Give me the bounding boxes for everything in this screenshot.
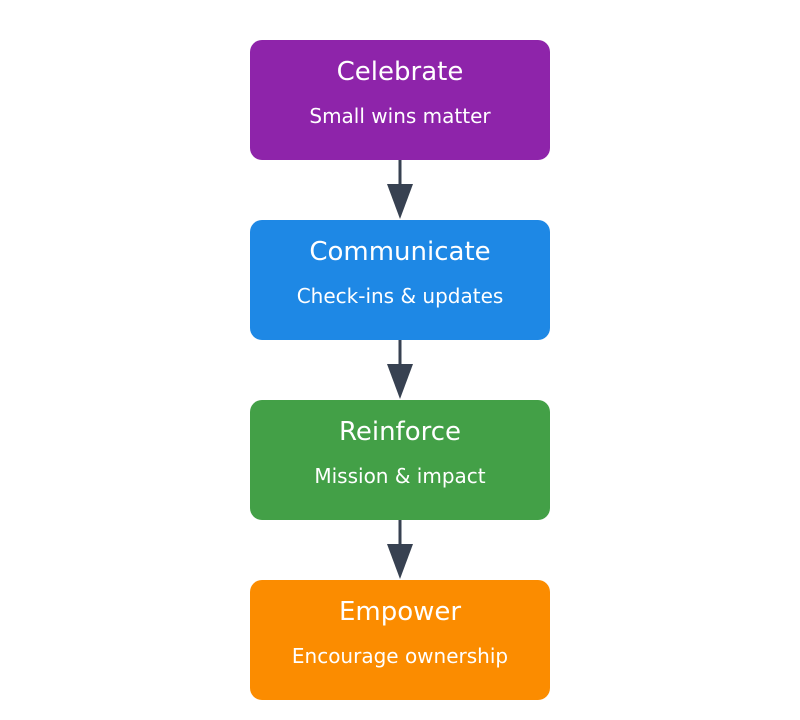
step-title: Reinforce [338,417,462,447]
step-title: Communicate [309,237,491,267]
connector-1 [387,160,413,219]
connector-3 [387,520,413,579]
step-title: Empower [338,597,462,627]
step-subtitle: Encourage ownership [291,644,509,668]
step-celebrate: Celebrate Small wins matter [250,40,550,160]
step-subtitle: Check-ins & updates [296,284,504,308]
step-reinforce: Reinforce Mission & impact [250,400,550,520]
step-subtitle: Small wins matter [309,104,491,128]
step-subtitle: Mission & impact [314,464,486,488]
connector-2 [387,340,413,399]
step-empower: Empower Encourage ownership [250,580,550,700]
step-title: Celebrate [336,57,464,87]
step-communicate: Communicate Check-ins & updates [250,220,550,340]
